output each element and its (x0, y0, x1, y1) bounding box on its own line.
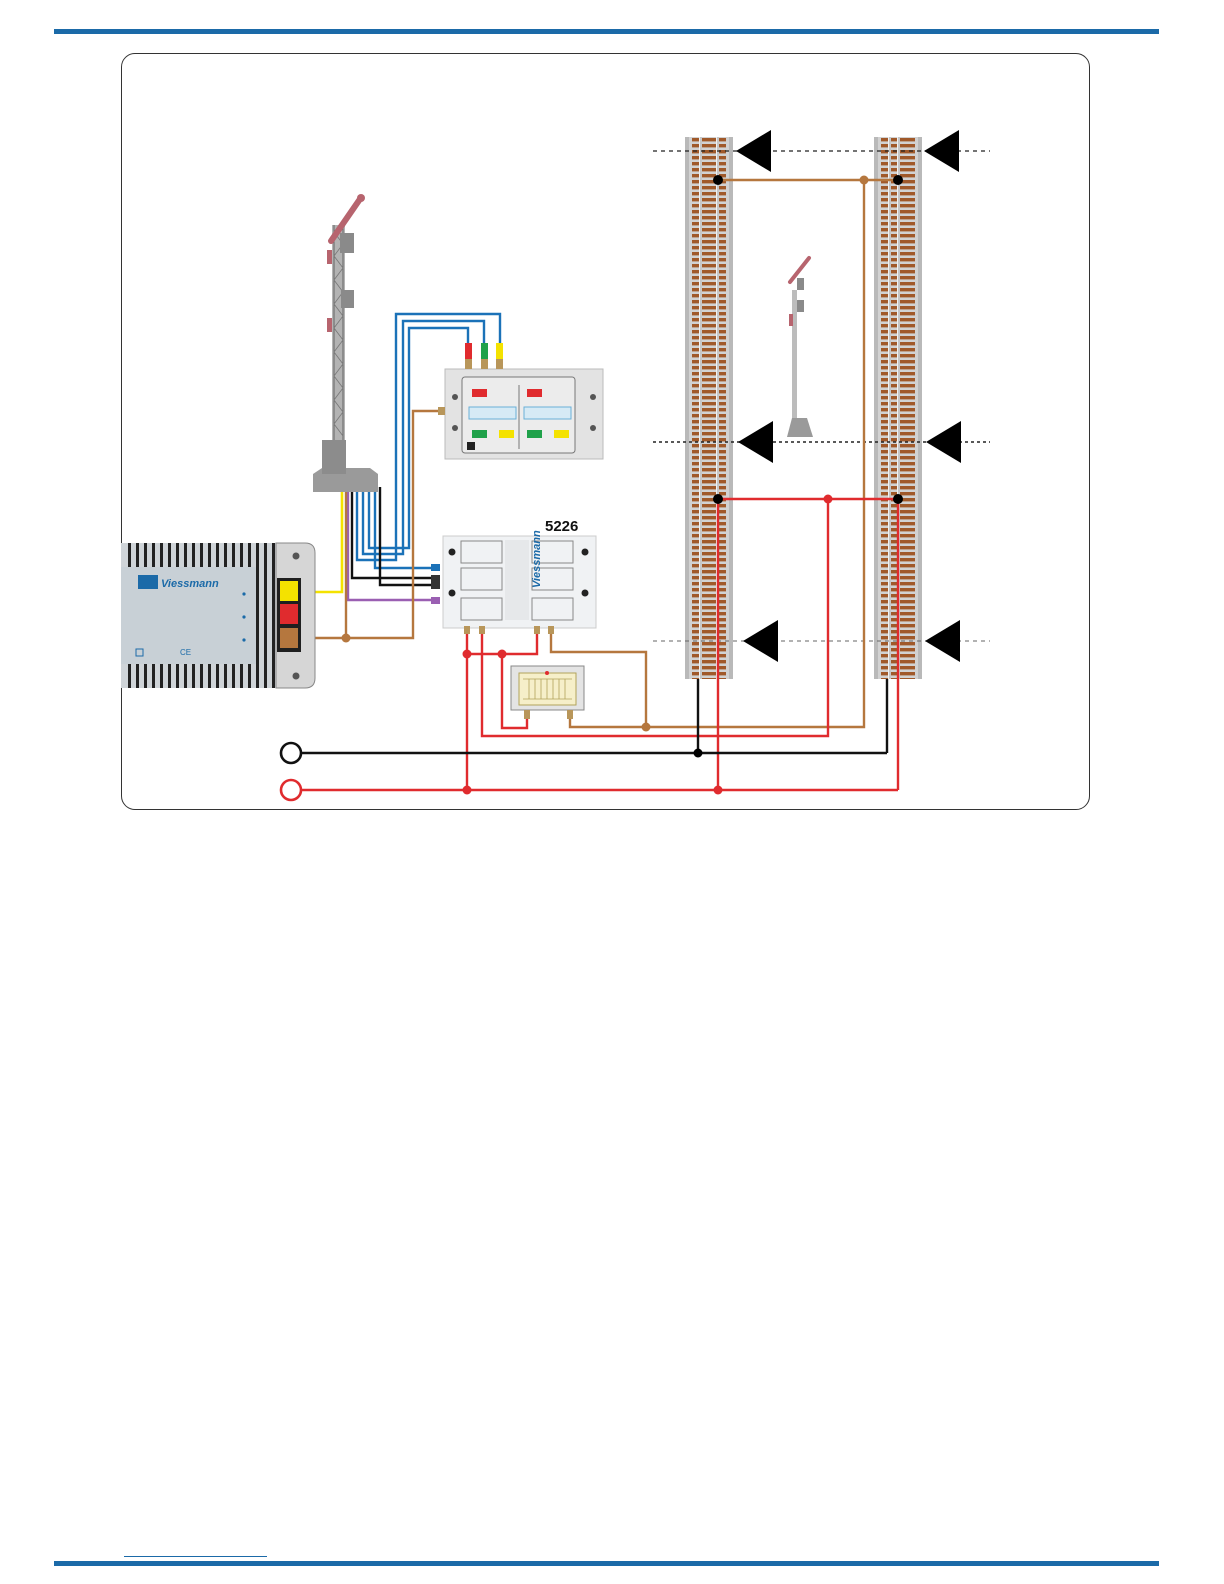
transformer-brand: Viessmann (161, 578, 219, 590)
arrow-right-mid (926, 421, 961, 463)
decoder-brand: Viessmann (531, 530, 543, 588)
arrow-right-top (924, 130, 959, 172)
arrow-left-mid (738, 421, 773, 463)
bus-terminal-red (281, 780, 301, 800)
control-panel[interactable] (445, 369, 603, 459)
wire-brown-relay (570, 718, 646, 727)
semaphore-signal-small (787, 258, 813, 437)
ce-mark: CE (180, 648, 191, 657)
direction-arrows (736, 130, 961, 662)
bus-terminal-black (281, 743, 301, 763)
wire-black-2 (380, 487, 434, 585)
wire-black-1 (352, 487, 434, 578)
transformer[interactable]: Viessmann CE (121, 543, 315, 688)
decoder-module[interactable]: Viessmann (443, 530, 596, 628)
relay-module[interactable] (511, 666, 584, 719)
semaphore-signal (313, 194, 378, 492)
wire-blue-4 (375, 487, 434, 568)
wire-brown-panel (299, 411, 444, 638)
arrow-left-bottom (743, 620, 778, 662)
decoder-label: 5226 (545, 518, 578, 535)
wires (299, 180, 898, 790)
arrow-right-bottom (925, 620, 960, 662)
wire-purple (348, 487, 434, 600)
track-left (685, 137, 733, 679)
arrow-left-top (736, 130, 771, 172)
viessmann-logo-icon (138, 575, 158, 589)
junction-dots (342, 175, 904, 795)
